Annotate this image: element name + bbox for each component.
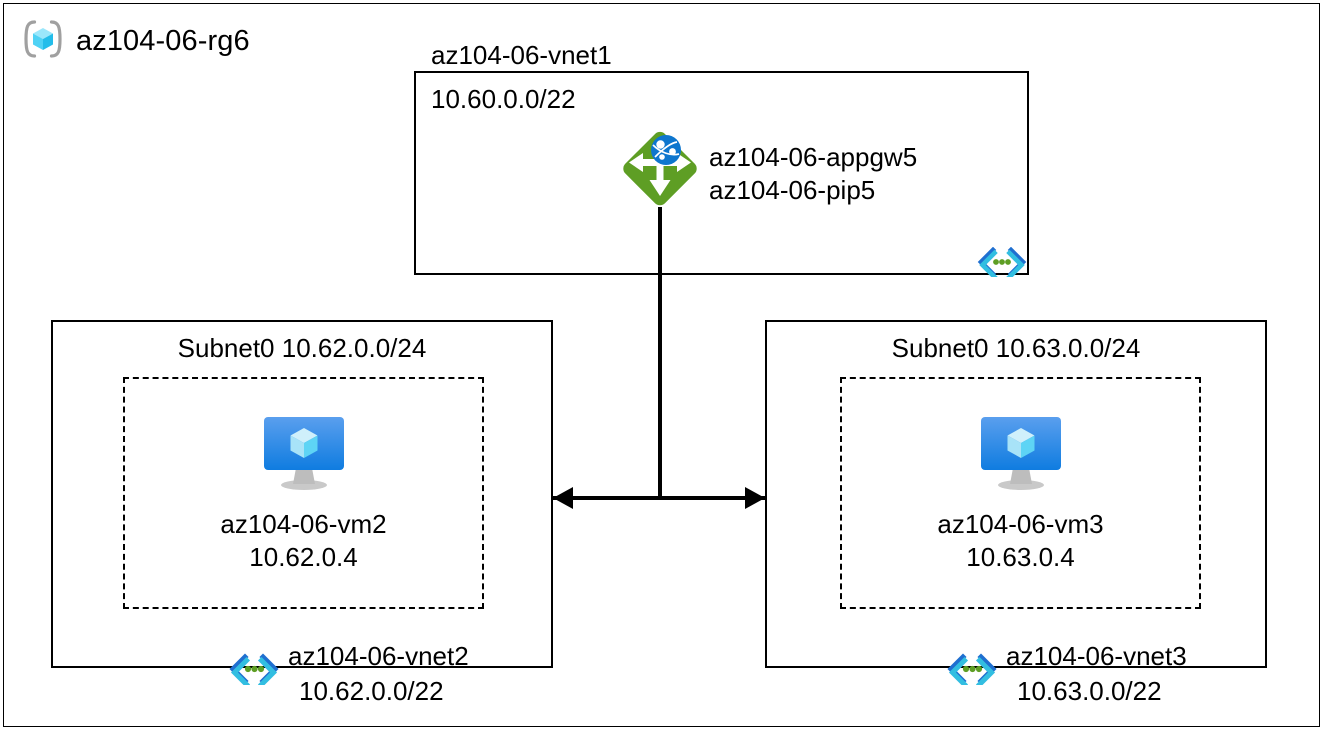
vnet2-name-label: az104-06-vnet2 (288, 641, 469, 671)
peering-arrow-head-left (553, 487, 573, 509)
virtual-machine-icon (976, 413, 1066, 496)
virtual-network-icon (226, 653, 282, 690)
vnet3-box (765, 320, 1267, 668)
resource-group-container (3, 3, 1320, 727)
application-gateway-icon (617, 126, 703, 217)
app-gateway-public-ip: az104-06-pip5 (709, 175, 876, 206)
vm2-label-group: az104-06-vm2 10.62.0.4 (123, 508, 484, 575)
app-gateway-name: az104-06-appgw5 (709, 142, 918, 172)
peering-arrow-head-right (745, 487, 765, 509)
vnet1-name-label: az104-06-vnet1 (431, 40, 612, 70)
vnet2-box (51, 320, 553, 668)
app-gateway-label-group: az104-06-appgw5 az104-06-pip5 (709, 141, 917, 208)
vm2-ip: 10.62.0.4 (249, 542, 358, 573)
peering-arrow-line (553, 496, 765, 500)
vnet1-cidr-label: 10.60.0.0/22 (431, 84, 576, 114)
virtual-network-icon (976, 246, 1028, 282)
vnet3-cidr-label: 10.63.0.0/22 (1017, 676, 1162, 706)
vnet2-cidr-label: 10.62.0.0/22 (299, 676, 444, 706)
vnet2-subnet-box (123, 377, 484, 609)
virtual-network-icon (944, 653, 1000, 690)
vm3-ip: 10.63.0.4 (966, 542, 1075, 573)
vm3-name: az104-06-vm3 (937, 509, 1104, 539)
gateway-connection-line (658, 207, 662, 500)
vnet3-subnet-box (840, 377, 1201, 609)
vnet2-subnet-label: Subnet0 10.62.0.0/24 (177, 333, 427, 363)
virtual-machine-icon (259, 413, 349, 496)
vnet3-subnet-label: Subnet0 10.63.0.0/24 (891, 333, 1141, 363)
vnet3-name-label: az104-06-vnet3 (1006, 641, 1187, 671)
vnet1-box (414, 71, 1029, 275)
resource-group-header: az104-06-rg6 (22, 18, 250, 65)
vm2-name: az104-06-vm2 (220, 509, 387, 539)
resource-group-name: az104-06-rg6 (76, 25, 250, 57)
resource-group-icon (22, 18, 64, 65)
vm3-label-group: az104-06-vm3 10.63.0.4 (840, 508, 1201, 575)
